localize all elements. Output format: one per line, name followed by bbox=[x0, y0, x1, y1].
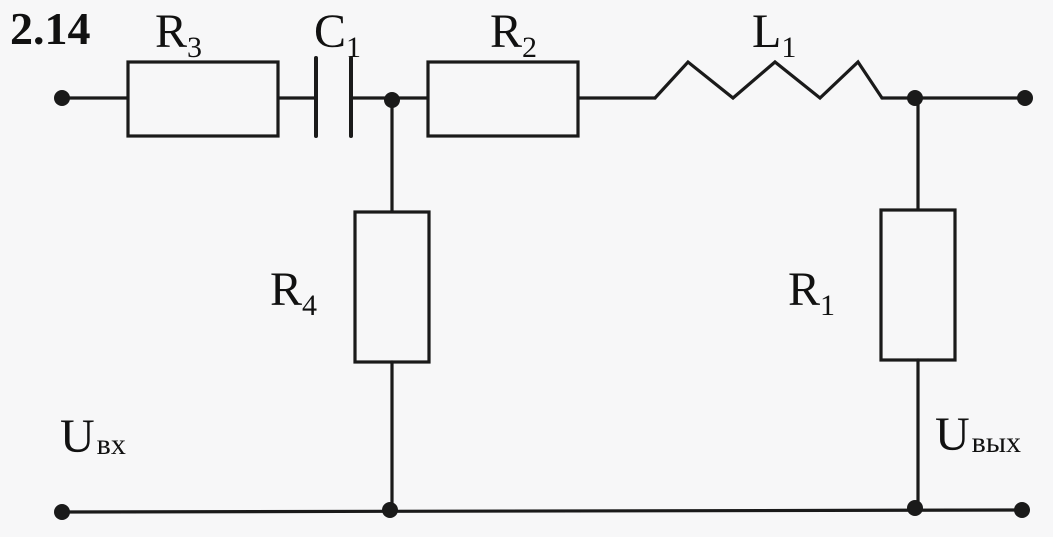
junction-node-top-right bbox=[907, 90, 923, 106]
output-terminal-bottom bbox=[1014, 502, 1030, 518]
inductor-l1 bbox=[653, 59, 884, 101]
resistor-r1 bbox=[879, 208, 957, 362]
label-l1: L1 bbox=[752, 5, 796, 64]
junction-node-bottom-left bbox=[382, 502, 398, 518]
output-terminal-top bbox=[1017, 90, 1033, 106]
resistor-r2 bbox=[426, 60, 580, 138]
label-r1: R1 bbox=[788, 263, 835, 322]
label-c1: C1 bbox=[314, 5, 361, 64]
label-r4: R4 bbox=[270, 263, 317, 322]
input-terminal-top bbox=[54, 90, 70, 106]
resistor-r4 bbox=[353, 210, 431, 364]
junction-node-bottom-right bbox=[907, 500, 923, 516]
label-input-voltage: Uвх bbox=[60, 410, 126, 463]
wire-common-bottom bbox=[60, 508, 1024, 514]
junction-node-top-left bbox=[384, 92, 400, 108]
label-r2: R2 bbox=[490, 5, 537, 64]
label-r3: R3 bbox=[155, 5, 202, 64]
problem-number: 2.14 bbox=[10, 3, 91, 54]
resistor-r3 bbox=[126, 60, 280, 138]
label-output-voltage: Uвых bbox=[935, 408, 1021, 461]
input-terminal-bottom bbox=[54, 504, 70, 520]
